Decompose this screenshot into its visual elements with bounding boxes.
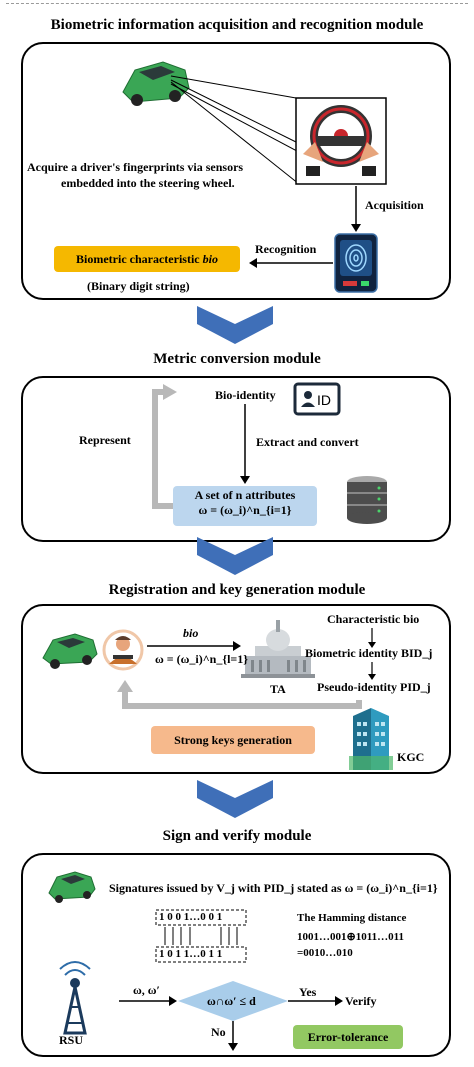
recognition-label: Recognition — [255, 242, 317, 256]
attributes-line2: ω = (ω_i)^n_{i=1} — [198, 503, 292, 517]
section-title-metric: Metric conversion module — [153, 351, 321, 367]
decision-diamond — [178, 981, 288, 1021]
bit-compare-arrows — [164, 927, 238, 945]
rsu-tower-icon — [59, 961, 91, 1035]
database-icon — [347, 476, 387, 524]
bio-box-var: bio — [202, 252, 218, 266]
arrow-bottom-label: ω = (ω_i)^n_{l=1} — [155, 652, 248, 666]
top-dashed-border — [6, 3, 468, 4]
registration-diagram — [42, 620, 393, 770]
yes-label: Yes — [299, 985, 317, 999]
hamming-line2: =0010…010 — [297, 947, 353, 959]
extract-convert-label: Extract and convert — [256, 435, 359, 449]
panel-biometric: Acquire a driver's fingerprints via sens… — [21, 42, 451, 300]
car-icon — [122, 61, 190, 106]
acquire-text-line1: Acquire a driver's fingerprints via sens… — [27, 160, 244, 174]
arrow-top-label: bio — [183, 626, 199, 640]
building-icon — [349, 708, 393, 770]
strong-keys-box: Strong keys generation — [151, 726, 315, 754]
ta-label: TA — [270, 682, 286, 696]
biometric-identity-label: Biometric identity BID_j — [305, 646, 433, 660]
decision-text: ω∩ω′ ≤ d — [207, 994, 256, 1008]
error-tolerance-box: Error-tolerance — [293, 1025, 403, 1049]
biometric-diagram — [122, 61, 387, 293]
binary-top: 1 0 0 1…0 0 1 — [159, 911, 223, 923]
fingerprint-scanner-icon — [334, 233, 378, 293]
verify-label: Verify — [345, 994, 377, 1008]
input-label: ω, ω′ — [133, 983, 160, 997]
id-card-icon — [293, 382, 341, 416]
acquire-text-line2: embedded into the steering wheel. — [61, 176, 235, 190]
metric-diagram — [152, 382, 387, 524]
signature-text: Signatures issued by V_j with PID_j stat… — [109, 881, 438, 895]
driver-icon — [102, 629, 144, 671]
attributes-line1: A set of n attributes — [194, 488, 296, 502]
section-title-sign: Sign and verify module — [162, 828, 312, 844]
chevron-down-icon — [197, 306, 273, 344]
hamming-line1: 1001…001⊕1011…011 — [297, 931, 405, 943]
chevron-down-icon — [197, 780, 273, 818]
bio-characteristic-box: Biometric characteristic bio — [54, 246, 240, 272]
pseudo-identity-label: Pseudo-identity PID_j — [317, 680, 431, 694]
attributes-box: A set of n attributes ω = (ω_i)^n_{i=1} — [173, 486, 317, 526]
chevron-down-icon — [197, 537, 273, 575]
characteristic-label: Characteristic bio — [327, 612, 420, 626]
represent-label: Represent — [79, 433, 131, 447]
kgc-label: KGC — [397, 750, 425, 764]
bio-box-label: Biometric characteristic — [76, 252, 200, 266]
car-icon — [48, 871, 96, 903]
id-icon-text: ID — [317, 392, 331, 408]
acquisition-label: Acquisition — [365, 198, 424, 212]
sign-diagram — [48, 871, 343, 1051]
binary-note: (Binary digit string) — [87, 279, 190, 293]
panel-sign: Signatures issued by V_j with PID_j stat… — [21, 853, 451, 1057]
steering-wheel-icon — [295, 97, 387, 185]
car-icon — [42, 633, 98, 669]
no-label: No — [211, 1025, 226, 1039]
panel-registration: bio ω = (ω_i)^n_{l=1} TA Characteristic … — [21, 604, 451, 774]
rsu-label: RSU — [59, 1033, 84, 1047]
section-title-registration: Registration and key generation module — [108, 582, 366, 598]
section-title-biometric: Biometric information acquisition and re… — [50, 17, 424, 33]
hamming-title: The Hamming distance — [297, 912, 407, 924]
capitol-building-icon — [241, 620, 315, 678]
panel-metric: Bio-identity ID Extract and convert Repr… — [21, 376, 451, 542]
binary-bottom: 1 0 1 1…0 1 1 — [159, 948, 223, 960]
bio-identity-label: Bio-identity — [215, 388, 276, 402]
